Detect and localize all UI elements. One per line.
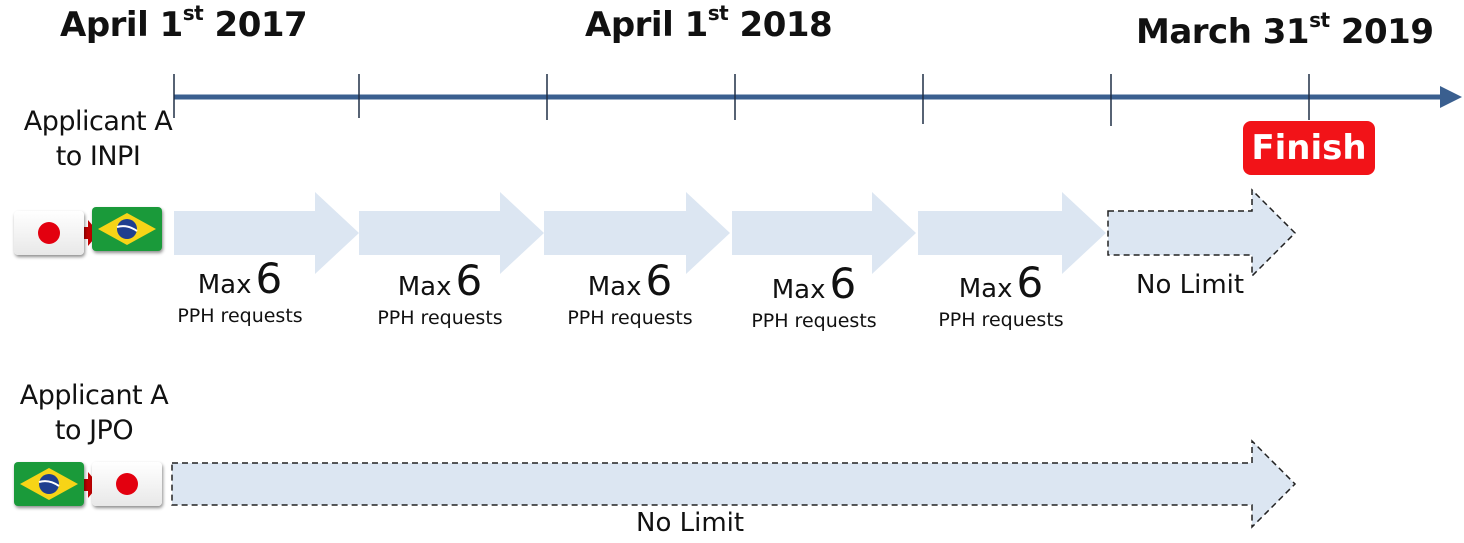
segment-label-4: Max6 PPH requests — [751, 259, 877, 332]
period-arrow-unlimited — [1107, 188, 1297, 278]
applicant-inpi-label: Applicant A to INPI — [23, 106, 173, 173]
segment-label-1: Max6 PPH requests — [177, 254, 303, 327]
date-label-2019: March 31st 2019 — [1136, 8, 1434, 52]
finish-badge: Finish — [1243, 121, 1375, 175]
period-arrow-5 — [918, 192, 1106, 274]
brazil-flag-icon — [92, 207, 162, 251]
jpo-no-limit-label: No Limit — [636, 508, 745, 538]
period-arrow-4 — [732, 192, 916, 274]
japan-flag-icon — [14, 211, 84, 255]
date-label-2017: April 1st 2017 — [60, 1, 308, 45]
applicant-jpo-label: Applicant A to JPO — [19, 380, 169, 447]
period-arrow-1 — [174, 192, 359, 274]
date-label-2018: April 1st 2018 — [585, 1, 833, 45]
timeline-arrowhead — [1440, 86, 1462, 108]
segment-label-3: Max6 PPH requests — [567, 256, 693, 329]
period-arrow-2 — [359, 192, 544, 274]
period-arrow-3 — [544, 192, 730, 274]
segment-label-5: Max6 PPH requests — [938, 258, 1064, 331]
japan-flag-icon — [92, 462, 162, 506]
jpo-no-limit-arrow — [171, 439, 1297, 529]
inpi-no-limit-label: No Limit — [1136, 270, 1245, 300]
segment-label-2: Max6 PPH requests — [377, 256, 503, 329]
brazil-flag-icon — [14, 462, 84, 506]
